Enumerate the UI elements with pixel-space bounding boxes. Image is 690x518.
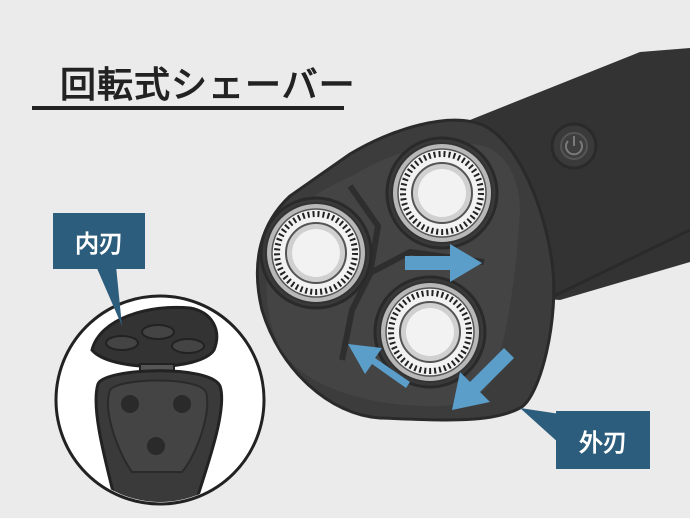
outer-blade-pointer xyxy=(520,408,560,444)
power-icon xyxy=(550,122,598,170)
title-underline xyxy=(32,106,344,110)
outer-blade-bottom xyxy=(373,275,487,389)
inner-blade-inset xyxy=(54,294,266,506)
outer-blade-label: 外刃 xyxy=(579,428,627,457)
handle-seam xyxy=(549,228,690,300)
outer-blade-left xyxy=(259,196,373,310)
inner-blade-label: 内刃 xyxy=(75,229,123,258)
rotation-arrow-right xyxy=(405,244,482,282)
inner-blade-label-box xyxy=(53,213,145,269)
diagram-title: 回転式シェーバー xyxy=(60,65,356,106)
rotation-arrow-up-left xyxy=(348,344,410,388)
outer-blade-top xyxy=(385,136,499,250)
cutter-separator xyxy=(339,184,382,361)
rotation-arrow-down-left xyxy=(452,348,514,410)
outer-blade-label-box xyxy=(556,411,650,469)
inner-blade-pointer xyxy=(96,266,122,326)
